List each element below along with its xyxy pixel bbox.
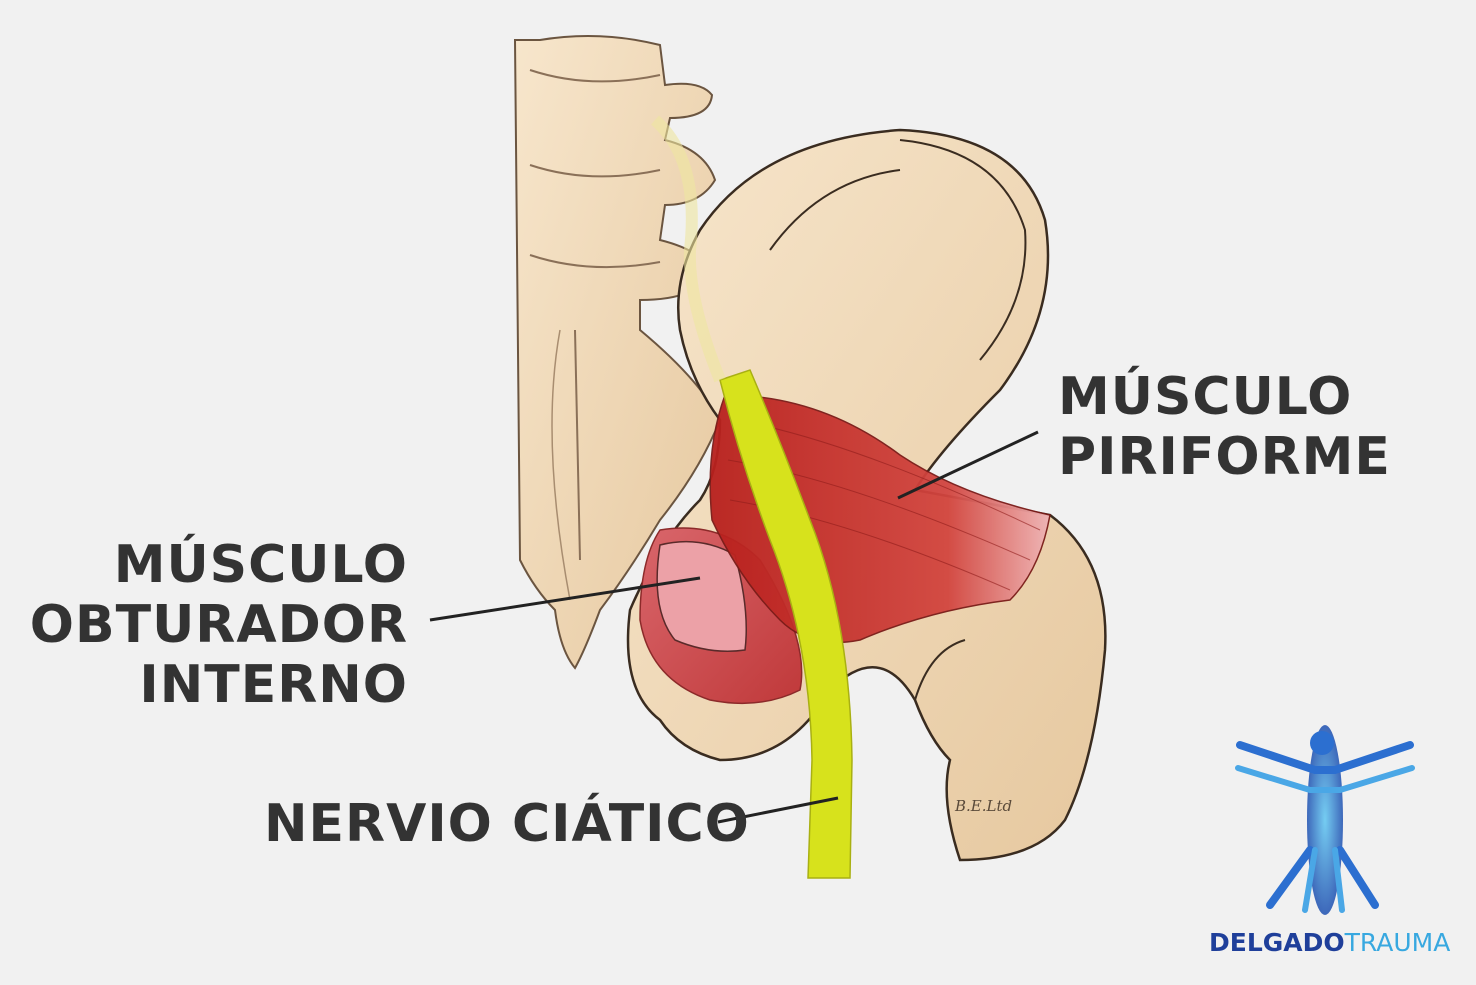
label-line: OBTURADOR [29,595,408,655]
logo-part-1: DELGADO [1209,928,1345,957]
logo-part-2: TRAUMA [1344,928,1451,957]
label-musculo-piriforme: MÚSCULO PIRIFORME [1058,367,1391,487]
label-line: INTERNO [139,655,408,715]
vitruvian-logo-icon [1235,725,1415,915]
brand-logo-text: DELGADOTRAUMA [1209,928,1450,957]
leader-line-obturador [429,576,701,622]
label-line: MÚSCULO [113,535,408,595]
spine-bone [513,35,722,670]
label-musculo-obturador: MÚSCULO OBTURADOR INTERNO [30,535,408,715]
sciatic-nerve [650,115,853,879]
label-line: PIRIFORME [1058,427,1391,487]
illustrator-credit: B.E.Ltd [955,797,1013,815]
leader-line-ciatico [717,796,839,824]
label-nervio-ciatico: NERVIO CIÁTICO [264,794,750,854]
label-line: MÚSCULO [1058,367,1353,427]
leader-line-piriforme [897,430,1039,500]
